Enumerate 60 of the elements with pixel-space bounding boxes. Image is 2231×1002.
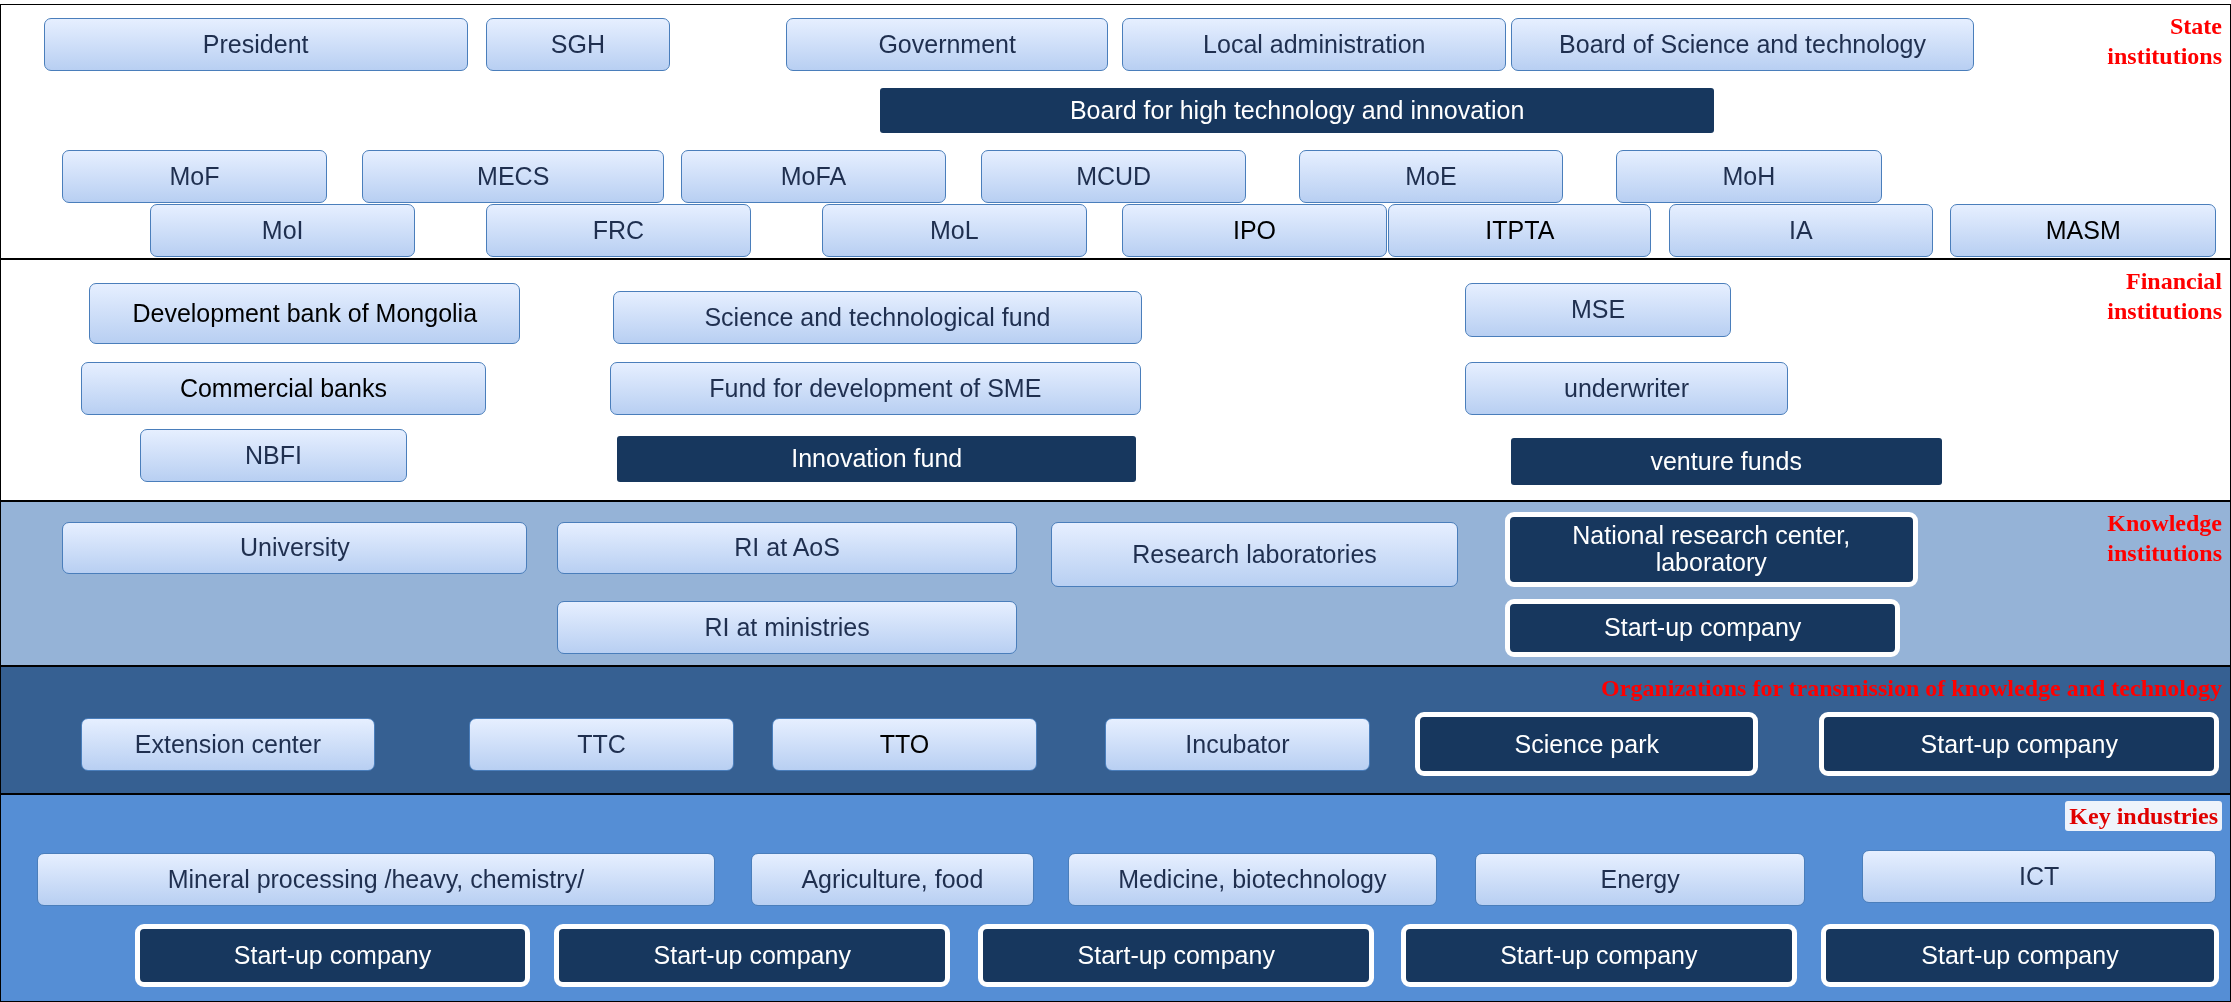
highlighted-box: Innovation fund <box>617 436 1137 482</box>
band-title: Knowledge institutions <box>2106 508 2222 568</box>
institution-box: Local administration <box>1122 18 1507 71</box>
institution-box: Mineral processing /heavy, chemistry/ <box>36 853 716 906</box>
institution-box: Board of Science and technology <box>1510 18 1975 71</box>
institution-box: ICT <box>1862 850 2217 904</box>
institution-box: Fund for development of SME <box>609 362 1141 416</box>
institution-box: MoI <box>150 204 416 258</box>
highlighted-box: venture funds <box>1510 437 1942 485</box>
layer-band <box>0 4 2231 259</box>
highlighted-box: Start-up company <box>134 924 531 987</box>
highlighted-box: National research center, laboratory <box>1504 511 1918 588</box>
institution-box: Agriculture, food <box>750 853 1034 906</box>
institution-box: Medicine, biotechnology <box>1068 853 1437 906</box>
band-title: Organizations for transmission of knowledge and technology <box>1601 673 2222 703</box>
band-title: Key industries <box>2065 800 2222 831</box>
institution-box: SGH <box>486 18 670 71</box>
institution-box: NBFI <box>140 429 407 482</box>
institution-box: Energy <box>1475 853 1806 906</box>
institution-box: Government <box>786 18 1108 71</box>
highlighted-box: Science park <box>1415 712 1759 777</box>
institution-box: MoL <box>821 204 1087 258</box>
layer-band <box>0 500 2231 666</box>
institution-box: Incubator <box>1105 718 1370 771</box>
institution-box: TTC <box>469 718 734 771</box>
highlighted-box: Start-up company <box>1820 924 2220 987</box>
highlighted-box: Board for high technology and innovation <box>880 87 1715 134</box>
institution-box: Development bank of Mongolia <box>89 282 521 344</box>
highlighted-box: Start-up company <box>1819 712 2220 777</box>
institution-box: MoH <box>1615 150 1882 204</box>
highlighted-box: Start-up company <box>1401 924 1797 987</box>
institution-box: TTO <box>772 718 1037 771</box>
institution-box: MECS <box>362 150 664 204</box>
institution-box: Commercial banks <box>80 362 487 416</box>
layer-band <box>0 258 2231 501</box>
highlighted-box: Start-up company <box>978 924 1375 987</box>
layer-band <box>0 665 2231 794</box>
institution-box: IPO <box>1122 204 1387 258</box>
institution-box: RI at ministries <box>557 601 1017 655</box>
layer-band <box>0 793 2231 1002</box>
institution-box: University <box>62 521 528 575</box>
institution-box: MCUD <box>981 150 1246 204</box>
band-title: Financial institutions <box>2106 266 2222 326</box>
highlighted-box: Start-up company <box>1504 598 1901 657</box>
institution-box: IA <box>1668 204 1934 258</box>
institution-box: President <box>43 18 468 71</box>
institution-box: Science and technological fund <box>612 291 1143 344</box>
institution-box: MoFA <box>681 150 946 204</box>
institution-box: MSE <box>1465 282 1732 337</box>
institution-box: MoE <box>1298 150 1564 204</box>
band-title: State institutions <box>2106 12 2222 72</box>
institution-box: MoF <box>62 150 327 204</box>
institution-box: ITPTA <box>1388 204 1652 258</box>
institution-box: FRC <box>486 204 751 258</box>
institution-box: Research laboratories <box>1051 521 1458 588</box>
institution-box: RI at AoS <box>557 521 1017 575</box>
institution-box: Extension center <box>80 718 376 771</box>
highlighted-box: Start-up company <box>554 924 950 987</box>
institution-box: underwriter <box>1465 362 1789 416</box>
institution-box: MASM <box>1950 204 2217 258</box>
